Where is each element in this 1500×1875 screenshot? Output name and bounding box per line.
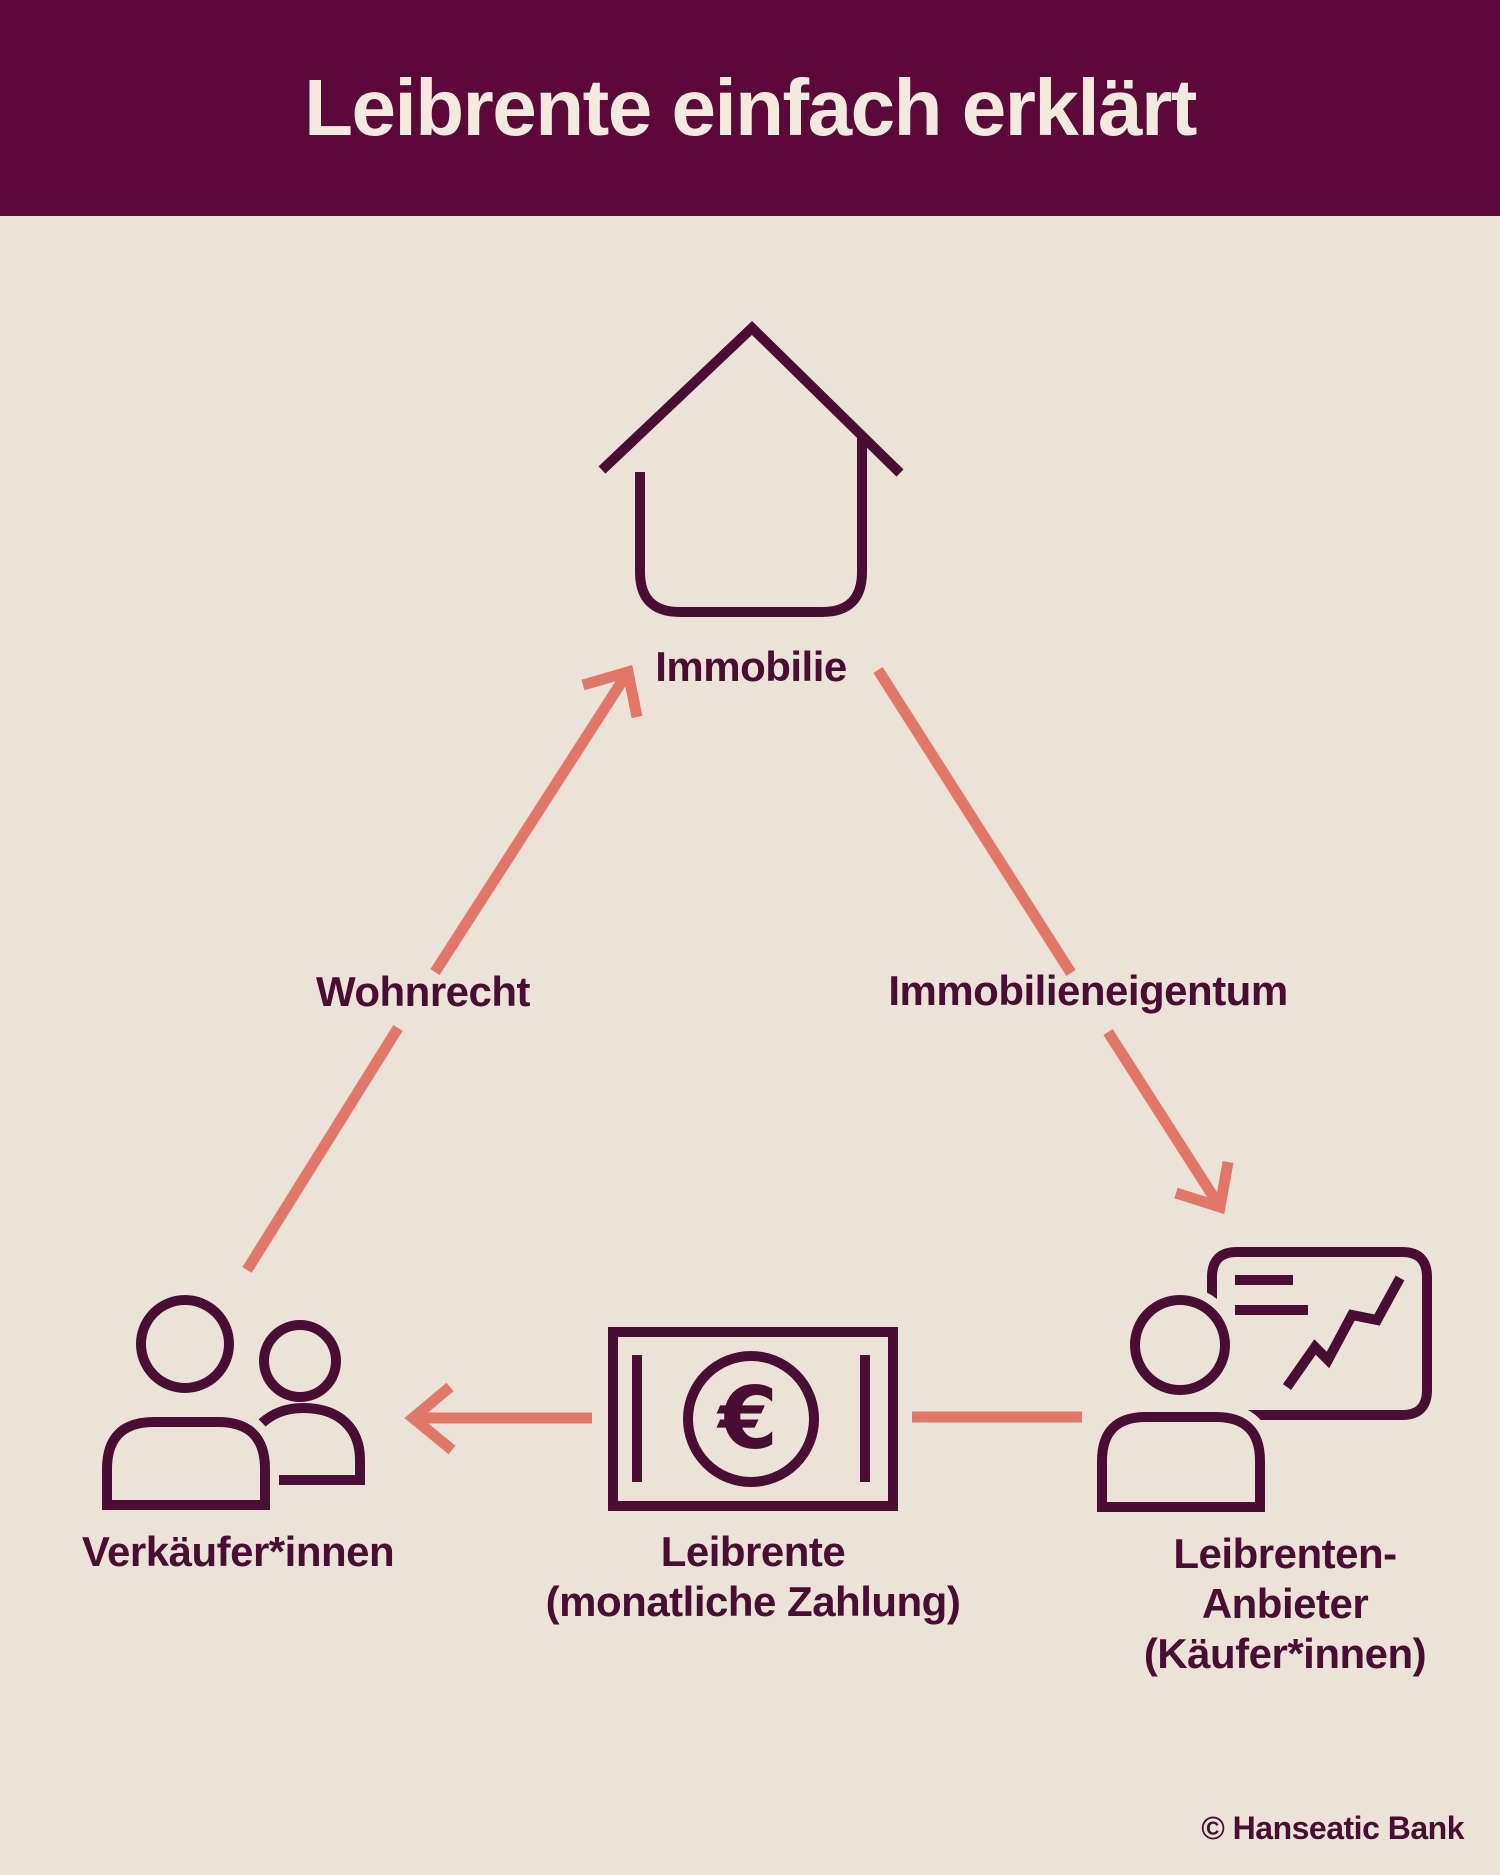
- presenter-with-chart-icon: [1088, 1247, 1432, 1521]
- edge-label-immobilieneigentum: Immobilieneigentum: [888, 967, 1288, 1014]
- wohnrecht-arrow: [242, 665, 643, 1273]
- payment-arrow: [404, 1382, 1082, 1455]
- header-bar: Leibrente einfach erklärt: [0, 0, 1500, 216]
- node-label-anbieter-line3: (Käufer*innen): [1143, 1630, 1427, 1677]
- euro-banknote-icon: €: [608, 1327, 898, 1511]
- node-label-leibrente-line2: (monatliche Zahlung): [545, 1578, 961, 1625]
- node-label-immobilie: Immobilie: [655, 643, 847, 690]
- immobilieneigentum-arrow: [873, 667, 1234, 1215]
- node-label-anbieter: Leibrenten- Anbieter (Käufer*innen): [1035, 1529, 1500, 1679]
- edge-label-wohnrecht: Wohnrecht: [315, 968, 531, 1015]
- node-label-anbieter-line1: Leibrenten-: [1173, 1530, 1397, 1577]
- node-label-anbieter-line2: Anbieter: [1201, 1580, 1369, 1627]
- page-title: Leibrente einfach erklärt: [304, 63, 1197, 152]
- two-people-icon: [93, 1286, 365, 1519]
- node-label-leibrente: Leibrente (monatliche Zahlung): [503, 1527, 1003, 1627]
- node-label-verkaeufer: Verkäufer*innen: [81, 1528, 395, 1575]
- house-icon: [598, 321, 904, 617]
- copyright-credit: © Hanseatic Bank: [1201, 1810, 1464, 1846]
- euro-symbol: €: [716, 1369, 778, 1469]
- node-label-leibrente-line1: Leibrente: [660, 1528, 846, 1575]
